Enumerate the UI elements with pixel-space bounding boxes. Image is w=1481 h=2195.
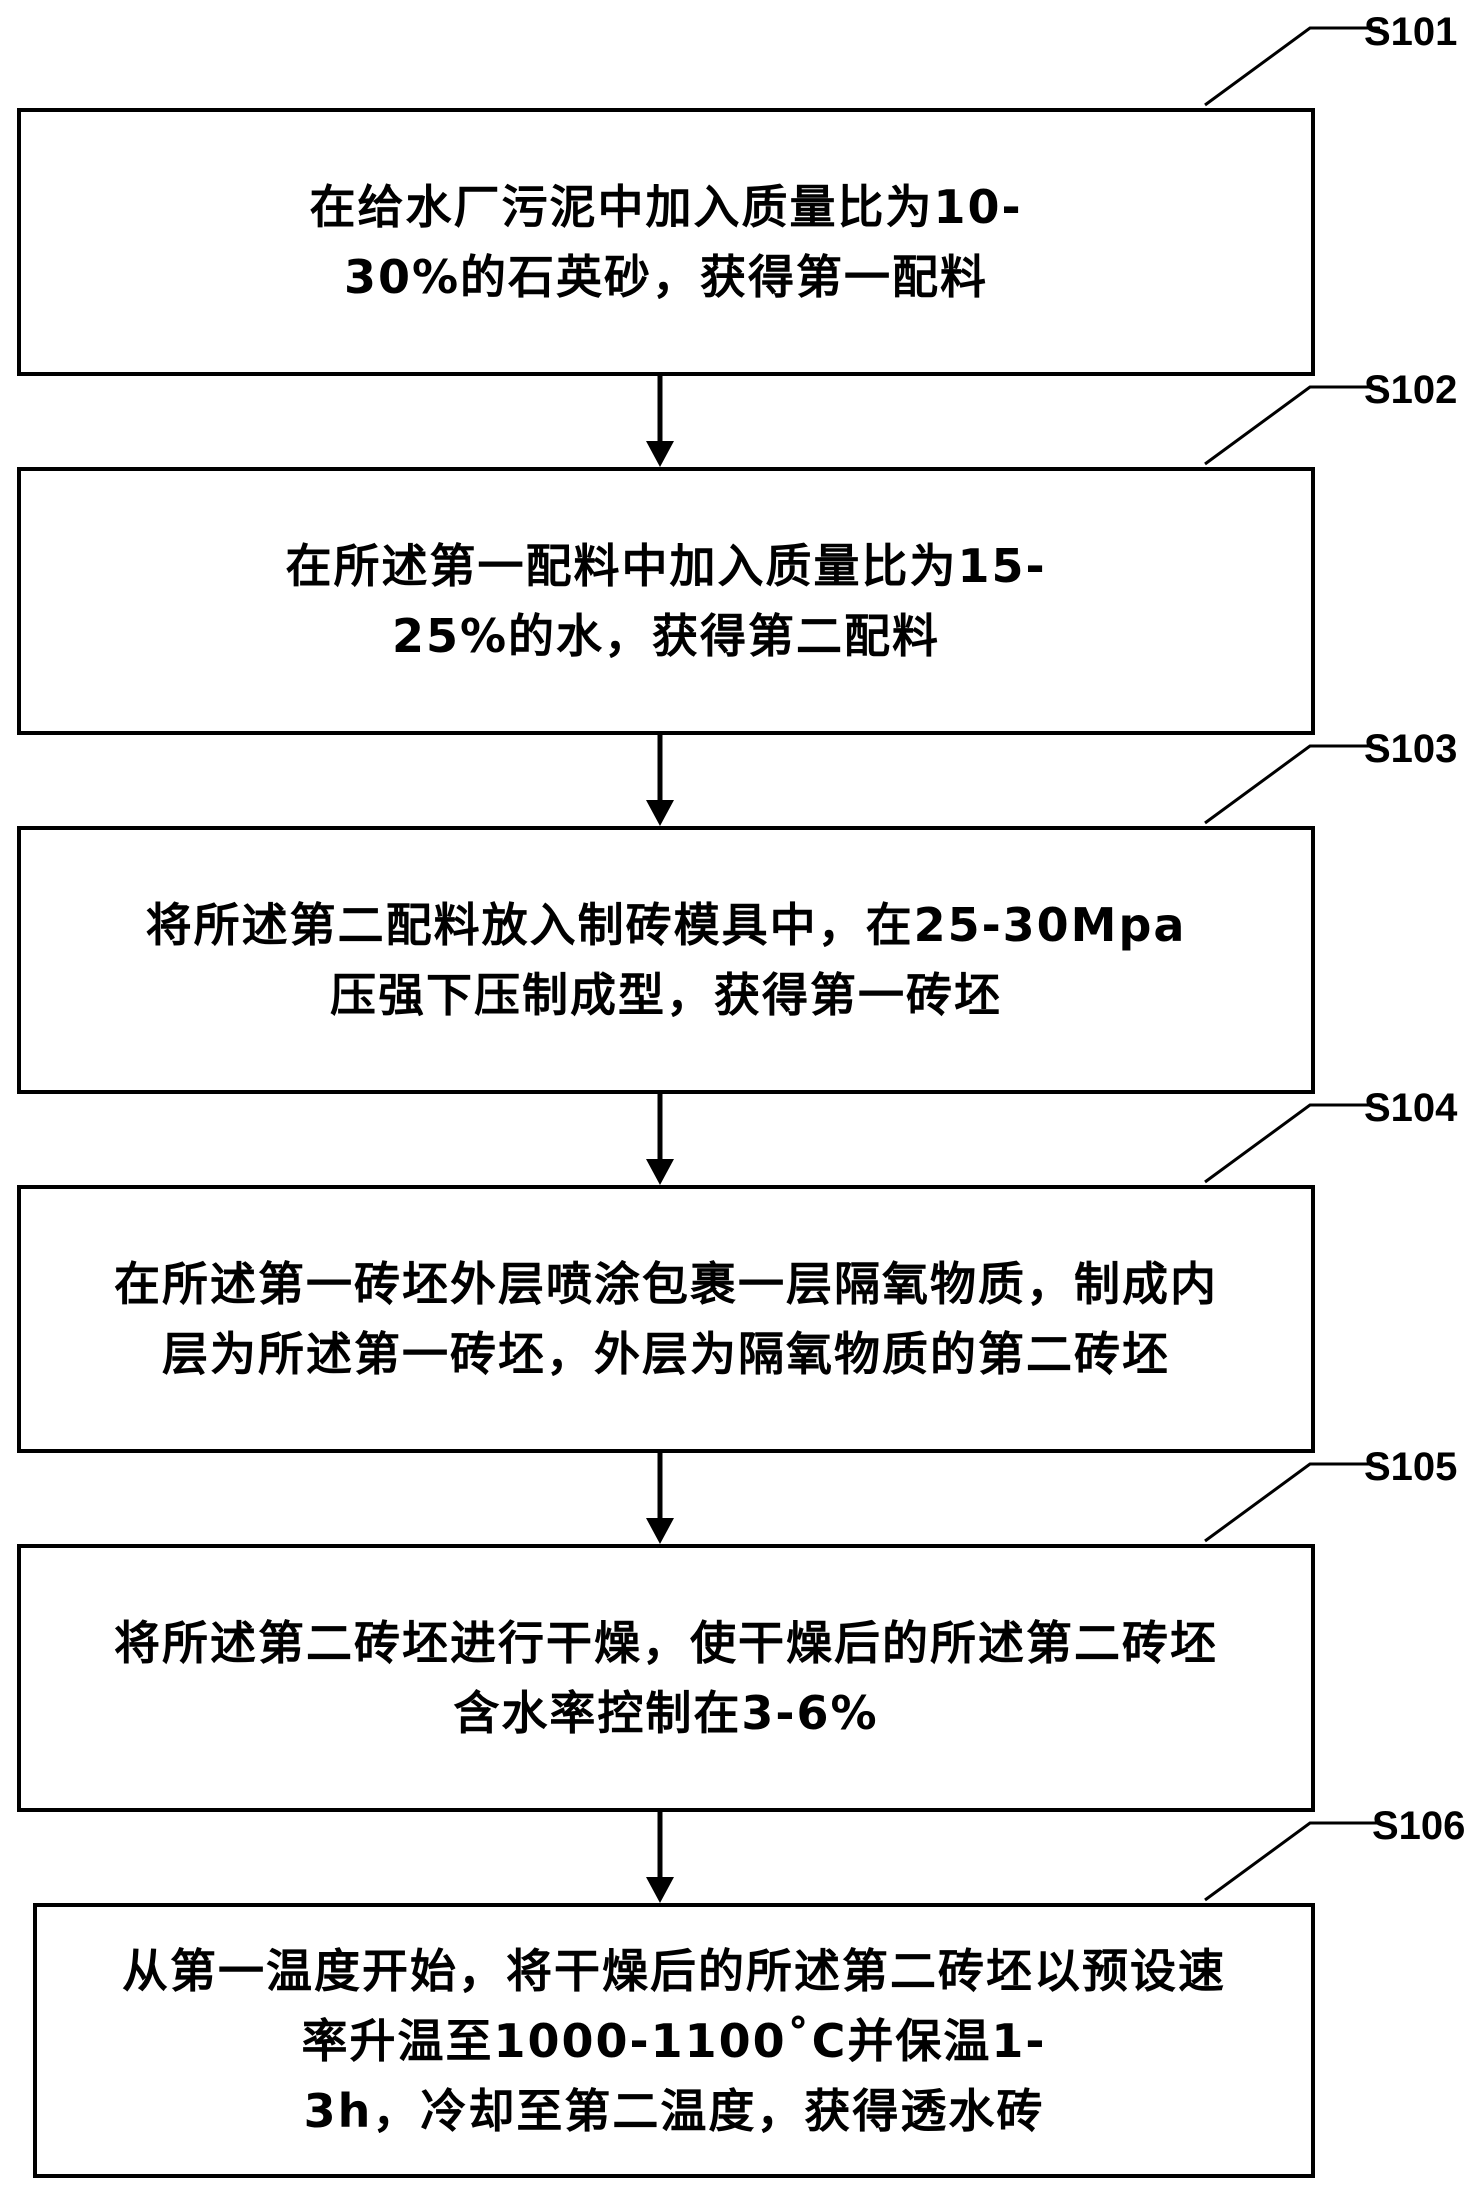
step-line: 30%的石英砂，获得第一配料 xyxy=(343,250,989,304)
step-label-s101: S101 xyxy=(1364,10,1458,54)
step-text-s101: 在给水厂污泥中加入质量比为10- 30%的石英砂，获得第一配料 xyxy=(309,172,1022,312)
step-text-s102: 在所述第一配料中加入质量比为15- 25%的水，获得第二配料 xyxy=(285,531,1046,671)
step-line: 将所述第二配料放入制砖模具中，在25-30Mpa xyxy=(145,898,1187,952)
step-box-s105: 将所述第二砖坯进行干燥，使干燥后的所述第二砖坯 含水率控制在3-6% xyxy=(17,1544,1315,1812)
step-box-s103: 将所述第二配料放入制砖模具中，在25-30Mpa 压强下压制成型，获得第一砖坯 xyxy=(17,826,1315,1094)
step-line: 从第一温度开始，将干燥后的所述第二砖坯以预设速 xyxy=(122,1943,1226,1998)
step-text-s105: 将所述第二砖坯进行干燥，使干燥后的所述第二砖坯 含水率控制在3-6% xyxy=(114,1608,1218,1748)
step-line: 在给水厂污泥中加入质量比为10- xyxy=(309,180,1023,234)
step-line: 层为所述第一砖坯，外层为隔氧物质的第二砖坯 xyxy=(162,1327,1170,1381)
step-line: 3h，冷却至第二温度，获得透水砖 xyxy=(303,2083,1045,2138)
step-line: 压强下压制成型，获得第一砖坯 xyxy=(330,968,1002,1022)
step-label-s102: S102 xyxy=(1364,368,1458,412)
flow-arrow-head xyxy=(646,1877,674,1903)
flow-arrow-head xyxy=(646,1518,674,1544)
flow-arrow-head xyxy=(646,441,674,467)
step-line: 将所述第二砖坯进行干燥，使干燥后的所述第二砖坯 xyxy=(114,1616,1218,1670)
step-box-s104: 在所述第一砖坯外层喷涂包裹一层隔氧物质，制成内 层为所述第一砖坯，外层为隔氧物质… xyxy=(17,1185,1315,1453)
label-leader-line xyxy=(1204,1103,1380,1184)
label-leader-line xyxy=(1204,1462,1380,1543)
step-text-s103: 将所述第二配料放入制砖模具中，在25-30Mpa 压强下压制成型，获得第一砖坯 xyxy=(146,890,1187,1030)
step-line: 在所述第一砖坯外层喷涂包裹一层隔氧物质，制成内 xyxy=(114,1257,1218,1311)
step-box-s101: 在给水厂污泥中加入质量比为10- 30%的石英砂，获得第一配料 xyxy=(17,108,1315,376)
step-label-s105: S105 xyxy=(1364,1445,1458,1489)
step-text-s106: 从第一温度开始，将干燥后的所述第二砖坯以预设速 率升温至1000-1100˚C并… xyxy=(122,1936,1226,2146)
label-leader-line xyxy=(1204,385,1380,466)
step-line: 在所述第一配料中加入质量比为15- xyxy=(285,539,1047,593)
flow-arrow-head xyxy=(646,1159,674,1185)
step-label-s104: S104 xyxy=(1364,1086,1458,1130)
label-leader-line xyxy=(1204,26,1380,107)
step-box-s106: 从第一温度开始，将干燥后的所述第二砖坯以预设速 率升温至1000-1100˚C并… xyxy=(33,1903,1315,2178)
step-line: 含水率控制在3-6% xyxy=(453,1686,879,1740)
label-leader-line xyxy=(1204,744,1380,825)
flow-arrow-head xyxy=(646,800,674,826)
step-box-s102: 在所述第一配料中加入质量比为15- 25%的水，获得第二配料 xyxy=(17,467,1315,735)
step-label-s103: S103 xyxy=(1364,727,1458,771)
step-line: 率升温至1000-1100˚C并保温1- xyxy=(301,2013,1047,2068)
step-line: 25%的水，获得第二配料 xyxy=(391,609,941,663)
step-text-s104: 在所述第一砖坯外层喷涂包裹一层隔氧物质，制成内 层为所述第一砖坯，外层为隔氧物质… xyxy=(114,1249,1218,1389)
label-leader-line xyxy=(1204,1821,1380,1902)
step-label-s106: S106 xyxy=(1372,1804,1466,1848)
